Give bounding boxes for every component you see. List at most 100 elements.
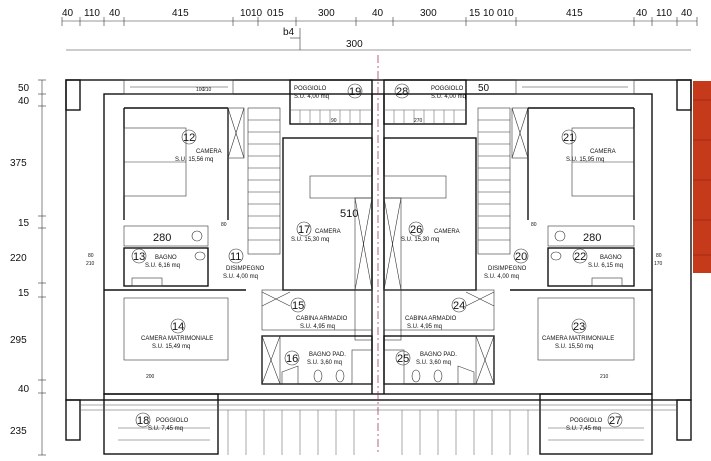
top-dim-3: 415 xyxy=(172,8,189,19)
room-15-area: S.U. 4,95 mq xyxy=(300,324,335,330)
room-22-number: 22 xyxy=(574,251,586,263)
left-dim-8: 235 xyxy=(10,426,27,437)
note-g: 80 xyxy=(221,222,227,228)
room-11-area: S.U. 4,00 mq xyxy=(223,274,258,280)
top-dimension-chain: 40 110 40 415 10 10 015 300 40 300 15 10… xyxy=(61,8,698,26)
axis-label: b4 xyxy=(283,27,295,38)
room-21-number: 21 xyxy=(563,132,575,144)
room-19-number: 19 xyxy=(349,86,361,98)
room-13-badge xyxy=(131,248,147,264)
room-25-badge xyxy=(395,350,411,366)
room-25-name: BAGNO PAD. xyxy=(420,352,457,358)
left-dim-7: 40 xyxy=(18,384,30,395)
room-18-badge xyxy=(135,412,151,428)
room-12-number: 12 xyxy=(183,132,195,144)
stair-left xyxy=(247,107,281,255)
room-25-area: S.U. 3,60 mq xyxy=(416,360,451,366)
room-18-number: 18 xyxy=(137,415,149,427)
room-27-number: 27 xyxy=(609,415,621,427)
top-dim-11: 10 xyxy=(483,8,495,19)
balcony-28 xyxy=(383,79,467,125)
top-dim-8: 40 xyxy=(372,8,384,19)
room-15-number: 15 xyxy=(292,300,304,312)
room-27-area: S.U. 7,45 mq xyxy=(566,426,601,432)
room-17-number: 17 xyxy=(298,224,310,236)
wardrobe-right xyxy=(547,225,635,247)
room-11-name: DISIMPEGNO xyxy=(226,266,265,272)
bed-26 xyxy=(383,175,447,291)
room-27-name: POGGIOLO xyxy=(570,418,603,424)
room-20-name: DISIMPEGNO xyxy=(488,266,527,272)
top-dim-10: 15 xyxy=(469,8,481,19)
room-18-name: POGGIOLO xyxy=(156,418,189,424)
room-19-badge xyxy=(347,83,363,99)
note-h: 80 xyxy=(531,222,537,228)
bed-14 xyxy=(123,297,229,361)
room-14-number: 14 xyxy=(172,321,184,333)
room-23-badge xyxy=(571,318,587,334)
note-k: 200 xyxy=(146,374,155,380)
top-dim-9: 300 xyxy=(420,8,437,19)
left-dim-3: 15 xyxy=(18,218,30,229)
room-23-name: CAMERA MATRIMONIALE xyxy=(542,336,614,342)
room-15-name: CABINA ARMADIO xyxy=(296,316,348,322)
note-c: 80 xyxy=(88,253,94,259)
room-26-number: 26 xyxy=(410,224,422,236)
note-d: 210 xyxy=(86,261,95,267)
overall-width: 300 xyxy=(346,39,363,50)
note-f: 170 xyxy=(654,261,663,267)
room-16-badge xyxy=(284,350,300,366)
note-a: 100 xyxy=(196,87,205,93)
room-22-area: S.U. 6,15 mq xyxy=(588,263,623,269)
room-23-area: S.U. 15,50 mq xyxy=(555,344,593,350)
room-17-badge xyxy=(296,221,312,237)
room-24-area: S.U. 4,95 mq xyxy=(407,324,442,330)
bed-12 xyxy=(123,127,187,197)
adjacent-building-accent xyxy=(693,81,711,273)
top-dim-4: 10 xyxy=(240,8,252,19)
top-dim-0: 40 xyxy=(62,8,74,19)
room-21-area: S.U. 15,95 mq xyxy=(566,157,604,163)
room-12-badge xyxy=(181,129,197,145)
room-16-name: BAGNO PAD. xyxy=(309,352,346,358)
room-14-name: CAMERA MATRIMONIALE xyxy=(141,336,213,342)
top-dim-2: 40 xyxy=(109,8,121,19)
bottom-railing xyxy=(80,404,677,455)
top-dim-13: 415 xyxy=(566,8,583,19)
room-26-area: S.U. 15,30 mq xyxy=(401,237,439,243)
room-24-name: CABINA ARMADIO xyxy=(405,316,457,322)
room-25-number: 25 xyxy=(397,353,409,365)
note-b: 210 xyxy=(203,87,212,93)
balcony-27 xyxy=(539,393,653,455)
room-17-name: CAMERA xyxy=(315,229,341,235)
room-19-area: S.U. 4,00 mq xyxy=(294,94,329,100)
left-dim-5: 15 xyxy=(18,288,30,299)
room-26-badge xyxy=(408,221,424,237)
room-21-name: CAMERA xyxy=(590,149,616,155)
top-dim-16: 40 xyxy=(681,8,693,19)
note-j: 270 xyxy=(414,118,423,124)
room-28-area: S.U. 4,00 mq xyxy=(431,94,466,100)
top-dim-15: 110 xyxy=(656,8,672,19)
room-20-badge xyxy=(513,248,529,264)
top-dim-6: 015 xyxy=(267,8,284,19)
room-28-name: POGGIOLO xyxy=(431,86,464,92)
left-dim-6: 295 xyxy=(10,335,27,346)
room-12-area: S.U. 15,56 mq xyxy=(175,157,213,163)
room-27-badge xyxy=(607,412,623,428)
bed-21 xyxy=(571,127,635,197)
room-14-badge xyxy=(170,318,186,334)
room-17-area: S.U. 15,30 mq xyxy=(291,237,329,243)
room-18-area: S.U. 7,45 mq xyxy=(148,426,183,432)
note-i: 90 xyxy=(331,118,337,124)
top-dim-12: 010 xyxy=(497,8,514,19)
left-dim-4: 220 xyxy=(10,253,27,264)
note-e: 80 xyxy=(656,253,662,259)
closet-12 xyxy=(227,107,245,159)
balcony-19 xyxy=(289,79,373,125)
room-28-number: 28 xyxy=(396,86,408,98)
right-marker: 50 xyxy=(478,83,490,94)
room-26-name: CAMERA xyxy=(434,229,460,235)
top-dim-5: 10 xyxy=(251,8,263,19)
room-13-name: BAGNO xyxy=(155,255,177,261)
